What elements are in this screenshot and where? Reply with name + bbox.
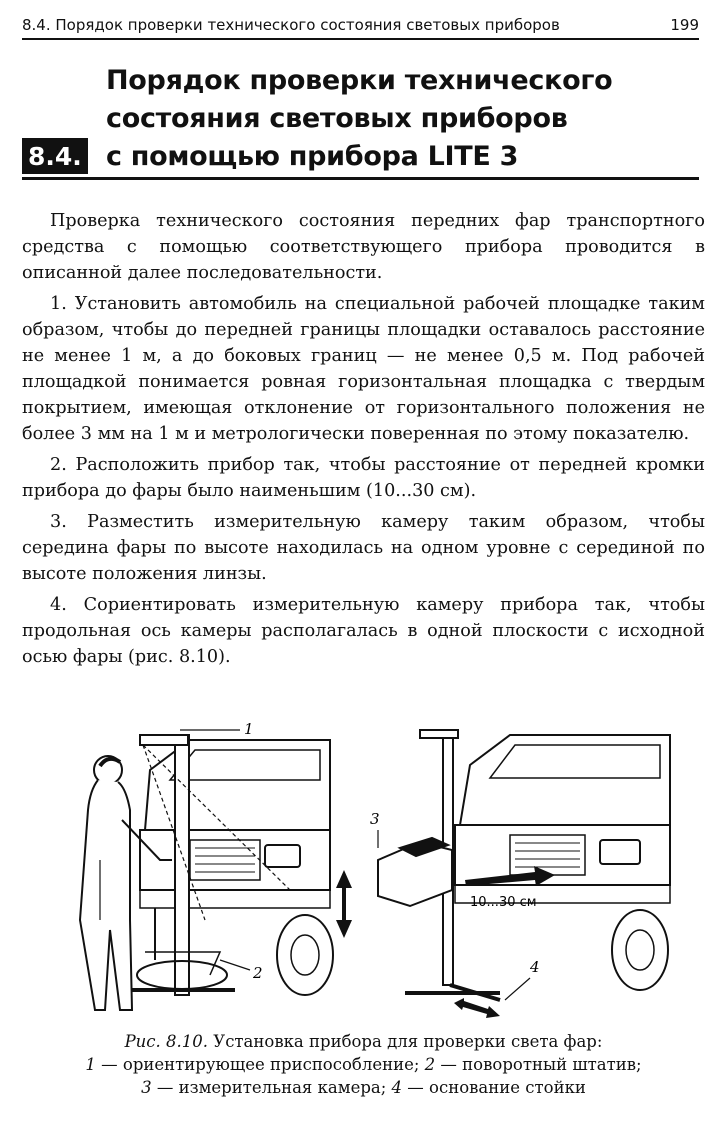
- car-left: [139, 739, 334, 996]
- figure-caption: Рис. 8.10. Установка прибора для проверк…: [22, 1030, 705, 1099]
- horizontal-move-arrow: [454, 998, 500, 1018]
- distance-label: 10...30 см: [470, 895, 537, 910]
- person-figure: [78, 755, 172, 1011]
- callout-4: 4: [529, 958, 540, 976]
- caption-title: Установка прибора для проверки света фар…: [213, 1032, 603, 1051]
- section-title: Порядок проверки технического состояния …: [106, 62, 699, 176]
- callout-2: 2: [252, 964, 263, 982]
- caption-item-text: — поворотный штатив;: [440, 1055, 642, 1074]
- figure-illustration: 1 2 3 4 10...30 см: [78, 720, 671, 1018]
- running-title: 8.4. Порядок проверки технического состо…: [22, 16, 560, 34]
- running-header: 8.4. Порядок проверки технического состо…: [22, 8, 699, 40]
- caption-line-1: Рис. 8.10. Установка прибора для проверк…: [22, 1030, 705, 1053]
- caption-item-num: 1: [85, 1055, 96, 1074]
- section-rule: [22, 177, 699, 180]
- caption-item-text: — основание стойки: [407, 1078, 586, 1097]
- paragraph-step-3: 3. Разместить измерительную камеру таким…: [22, 512, 705, 584]
- caption-label: Рис. 8.10.: [124, 1032, 209, 1051]
- paragraph-step-1: 1. Установить автомобиль на специальной …: [22, 294, 705, 444]
- callout-1: 1: [244, 720, 254, 738]
- figure-8-10: 1 2 3 4 10...30 см: [60, 720, 680, 1020]
- callout-3: 3: [370, 810, 380, 828]
- device-stand-left: [130, 729, 291, 996]
- paragraph-intro: Проверка технического состояния передних…: [22, 211, 705, 283]
- distance-arrow: [465, 866, 555, 886]
- car-right: [454, 734, 671, 991]
- page-number: 199: [670, 16, 699, 34]
- section-title-line: с помощью прибора LITE 3: [106, 141, 519, 172]
- paragraph-step-4: 4. Сориентировать измерительную камеру п…: [22, 595, 705, 667]
- section-title-line: состояния световых приборов: [106, 103, 568, 134]
- section-title-line: Порядок проверки технического: [106, 65, 613, 96]
- section-number: 8.4.: [22, 138, 88, 174]
- body-text: Проверка технического состояния передних…: [22, 208, 705, 675]
- caption-line-3: 3 — измерительная камера; 4 — основание …: [22, 1076, 705, 1099]
- device-stand-right: [377, 729, 501, 1002]
- vertical-adjust-arrow: [336, 870, 352, 938]
- section-heading: 8.4. Порядок проверки технического состо…: [22, 62, 699, 180]
- paragraph-step-2: 2. Расположить прибор так, чтобы расстоя…: [22, 455, 705, 501]
- caption-item-text: — измерительная камера;: [156, 1078, 387, 1097]
- caption-item-num: 2: [424, 1055, 436, 1074]
- caption-item-num: 4: [391, 1078, 403, 1097]
- caption-item-num: 3: [141, 1078, 152, 1097]
- caption-line-2: 1 — ориентирующее приспособление; 2 — по…: [22, 1053, 705, 1076]
- caption-item-text: — ориентирующее приспособление;: [101, 1055, 420, 1074]
